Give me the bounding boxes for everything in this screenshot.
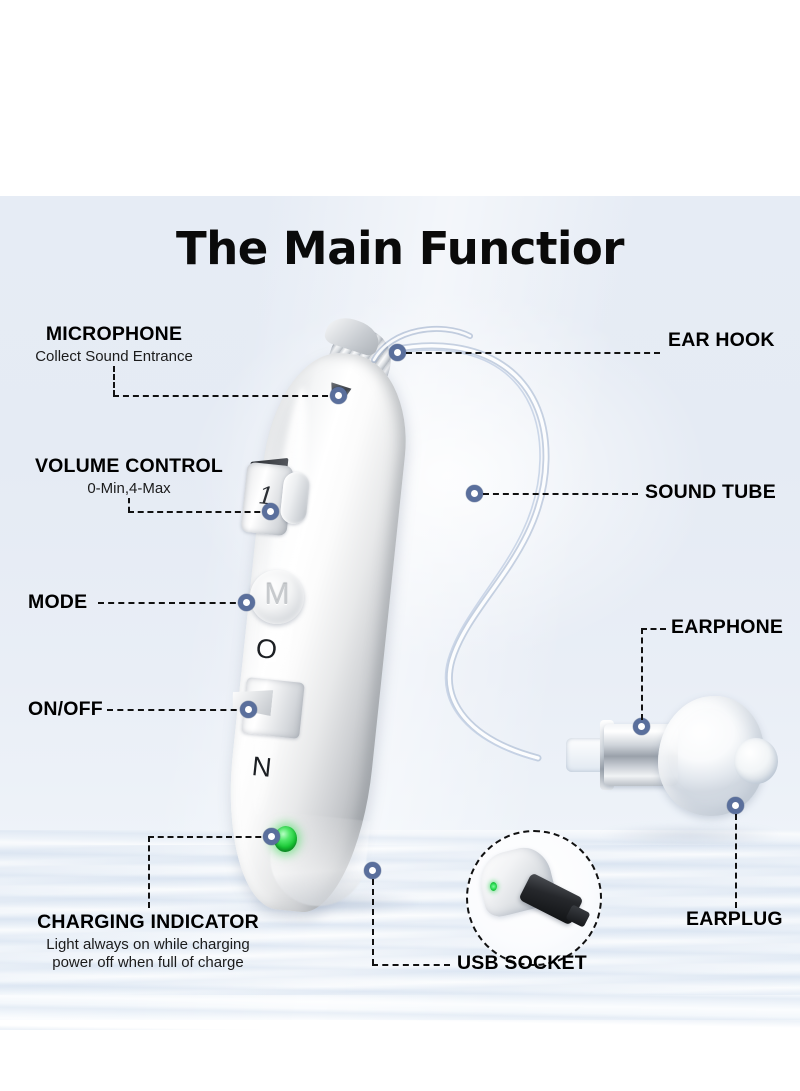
- usb-socket-leader-vertical: [372, 879, 374, 965]
- callout-charging-indicator-subtitle-2: power off when full of charge: [52, 953, 244, 971]
- usb-socket-inset: [466, 830, 602, 966]
- switch-letter-on: O: [254, 632, 279, 666]
- mode-marker-dot: [238, 594, 255, 611]
- mode-button: [250, 570, 304, 624]
- ear-hook-marker-dot: [389, 344, 406, 361]
- callout-sound-tube: SOUND TUBE: [645, 481, 776, 504]
- usb-socket-leader-horizontal: [372, 964, 450, 966]
- callout-microphone: MICROPHONE Collect Sound Entrance: [24, 323, 204, 366]
- earphone-leader-horizontal: [641, 628, 666, 630]
- callout-on-off: ON/OFF: [28, 698, 103, 721]
- callout-microphone-subtitle: Collect Sound Entrance: [35, 347, 193, 365]
- hearing-aid-device: 1 M O N: [217, 312, 443, 918]
- earphone-leader-vertical: [641, 628, 643, 720]
- callout-volume-control-subtitle: 0-Min,4-Max: [87, 479, 171, 497]
- callout-volume-control: VOLUME CONTROL 0-Min,4-Max: [16, 455, 242, 498]
- ear-hook-leader-horizontal: [406, 352, 660, 354]
- callout-charging-indicator: CHARGING INDICATOR Light always on while…: [14, 911, 282, 972]
- earphone-marker-dot: [633, 718, 650, 735]
- callout-charging-indicator-title: CHARGING INDICATOR: [37, 911, 259, 933]
- charging-indicator-leader-vertical: [148, 836, 150, 908]
- page-title: The Main Functior: [176, 222, 624, 275]
- callout-sound-tube-title: SOUND TUBE: [645, 481, 776, 503]
- callout-ear-hook-title: EAR HOOK: [668, 329, 775, 351]
- callout-mode-title: MODE: [28, 591, 88, 613]
- microphone-leader-horizontal: [113, 395, 338, 397]
- earplug-tip-nub: [734, 738, 778, 784]
- usb-socket-marker-dot: [364, 862, 381, 879]
- earplug-leader-vertical: [735, 814, 737, 908]
- callout-mode: MODE: [28, 591, 88, 614]
- sound-tube-graphic: [371, 325, 550, 762]
- charging-indicator-leader-horizontal: [148, 836, 271, 838]
- sound-tube-marker-dot: [466, 485, 483, 502]
- callout-on-off-title: ON/OFF: [28, 698, 103, 720]
- callout-ear-hook: EAR HOOK: [668, 329, 775, 352]
- mode-button-letter: M: [264, 578, 290, 611]
- volume-control-marker-dot: [262, 503, 279, 520]
- callout-microphone-title: MICROPHONE: [45, 323, 183, 345]
- charging-indicator-marker-dot: [263, 828, 280, 845]
- callout-usb-socket: USB SOCKET: [457, 952, 587, 975]
- volume-control-leader-vertical: [128, 498, 130, 512]
- usb-socket-led-icon: [490, 882, 497, 891]
- callout-charging-indicator-subtitle-1: Light always on while charging: [46, 935, 250, 953]
- microphone-leader-vertical: [113, 366, 115, 396]
- volume-control-leader-horizontal: [128, 511, 270, 513]
- sound-tube-leader-horizontal: [483, 493, 638, 495]
- callout-earphone: EARPHONE: [671, 616, 784, 639]
- callout-usb-socket-title: USB SOCKET: [457, 952, 587, 974]
- callout-volume-control-title: VOLUME CONTROL: [34, 455, 224, 477]
- mode-leader-horizontal: [98, 602, 246, 604]
- callout-earplug-title: EARPLUG: [686, 908, 783, 930]
- switch-letter-off: N: [250, 751, 274, 783]
- microphone-marker-dot: [330, 387, 347, 404]
- callout-earplug: EARPLUG: [686, 908, 783, 931]
- earphone-assembly: [566, 690, 786, 850]
- on-off-marker-dot: [240, 701, 257, 718]
- earplug-marker-dot: [727, 797, 744, 814]
- on-off-leader-horizontal: [107, 709, 247, 711]
- callout-earphone-title: EARPHONE: [671, 616, 784, 638]
